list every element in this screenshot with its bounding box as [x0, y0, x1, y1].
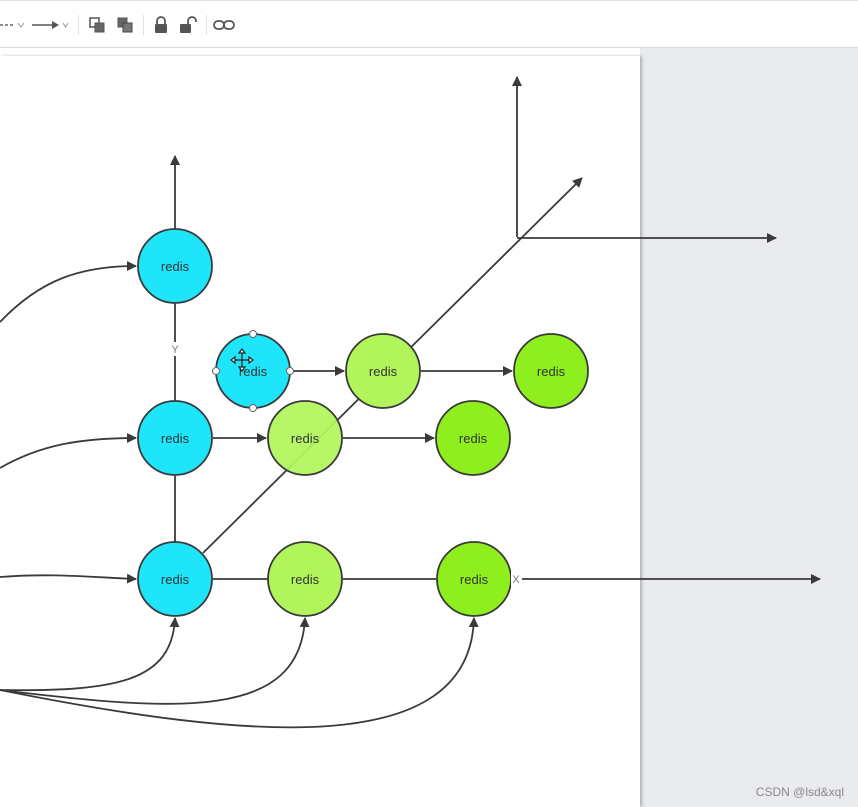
redis-node[interactable]: redis — [435, 400, 511, 476]
line-dash-icon — [0, 22, 25, 28]
node-label: redis — [460, 572, 489, 587]
bring-front-icon — [89, 17, 105, 33]
redis-node[interactable]: redis — [436, 541, 512, 617]
line-style-dropdown[interactable] — [0, 13, 26, 37]
y-axis-label: Y — [171, 344, 179, 356]
node-label: redis — [537, 364, 566, 379]
redis-node[interactable]: redis — [137, 400, 213, 476]
resize-handle[interactable] — [286, 367, 294, 375]
unlock-button[interactable] — [177, 13, 199, 37]
arrow-style-dropdown[interactable] — [30, 13, 70, 37]
unlock-icon — [180, 16, 197, 33]
redis-node[interactable]: redis — [513, 333, 589, 409]
incoming-curve[interactable] — [0, 261, 137, 323]
redis-node[interactable]: redis — [267, 400, 343, 476]
redis-node[interactable]: redis — [137, 228, 213, 304]
connectors — [0, 76, 821, 729]
bottom-curve[interactable] — [0, 617, 479, 729]
toolbar-separator — [143, 15, 144, 35]
y-label-bg — [169, 342, 181, 356]
bottom-curve[interactable] — [0, 617, 310, 705]
node-label: redis — [161, 572, 190, 587]
redis-node-selected[interactable]: redis — [212, 330, 294, 412]
lock-icon — [155, 16, 167, 33]
node-label: redis — [161, 259, 190, 274]
watermark: CSDN @lsd&xql — [755, 785, 844, 799]
node-label: redis — [291, 431, 320, 446]
resize-handle[interactable] — [249, 330, 257, 338]
incoming-curve[interactable] — [0, 573, 137, 584]
link-icon — [213, 20, 235, 30]
x-label-bg — [511, 572, 522, 586]
canvas-background — [640, 48, 858, 807]
node-label: redis — [291, 572, 320, 587]
incoming-curve[interactable] — [0, 433, 137, 469]
send-back-icon — [117, 17, 133, 33]
resize-handle[interactable] — [212, 367, 220, 375]
node-label: redis — [239, 364, 268, 379]
x-axis-label: X — [512, 574, 520, 586]
nodes-layer: redis redis redis — [137, 228, 589, 617]
node-label: redis — [459, 431, 488, 446]
arrow-right-icon — [32, 21, 69, 29]
redis-node[interactable]: redis — [137, 541, 213, 617]
bring-to-front-button[interactable] — [86, 13, 108, 37]
move-cursor-icon — [230, 348, 254, 372]
node-label: redis — [369, 364, 398, 379]
node-label: redis — [161, 431, 190, 446]
redis-node[interactable]: redis — [267, 541, 343, 617]
resize-handle[interactable] — [249, 404, 257, 412]
link-button[interactable] — [212, 13, 236, 37]
toolbar-separator — [78, 15, 79, 35]
bottom-curve[interactable] — [0, 617, 180, 692]
redis-node[interactable]: redis — [345, 333, 421, 409]
toolbar-separator — [206, 15, 207, 35]
send-to-back-button[interactable] — [114, 13, 136, 37]
toolbar — [0, 0, 858, 48]
lock-button[interactable] — [151, 13, 171, 37]
